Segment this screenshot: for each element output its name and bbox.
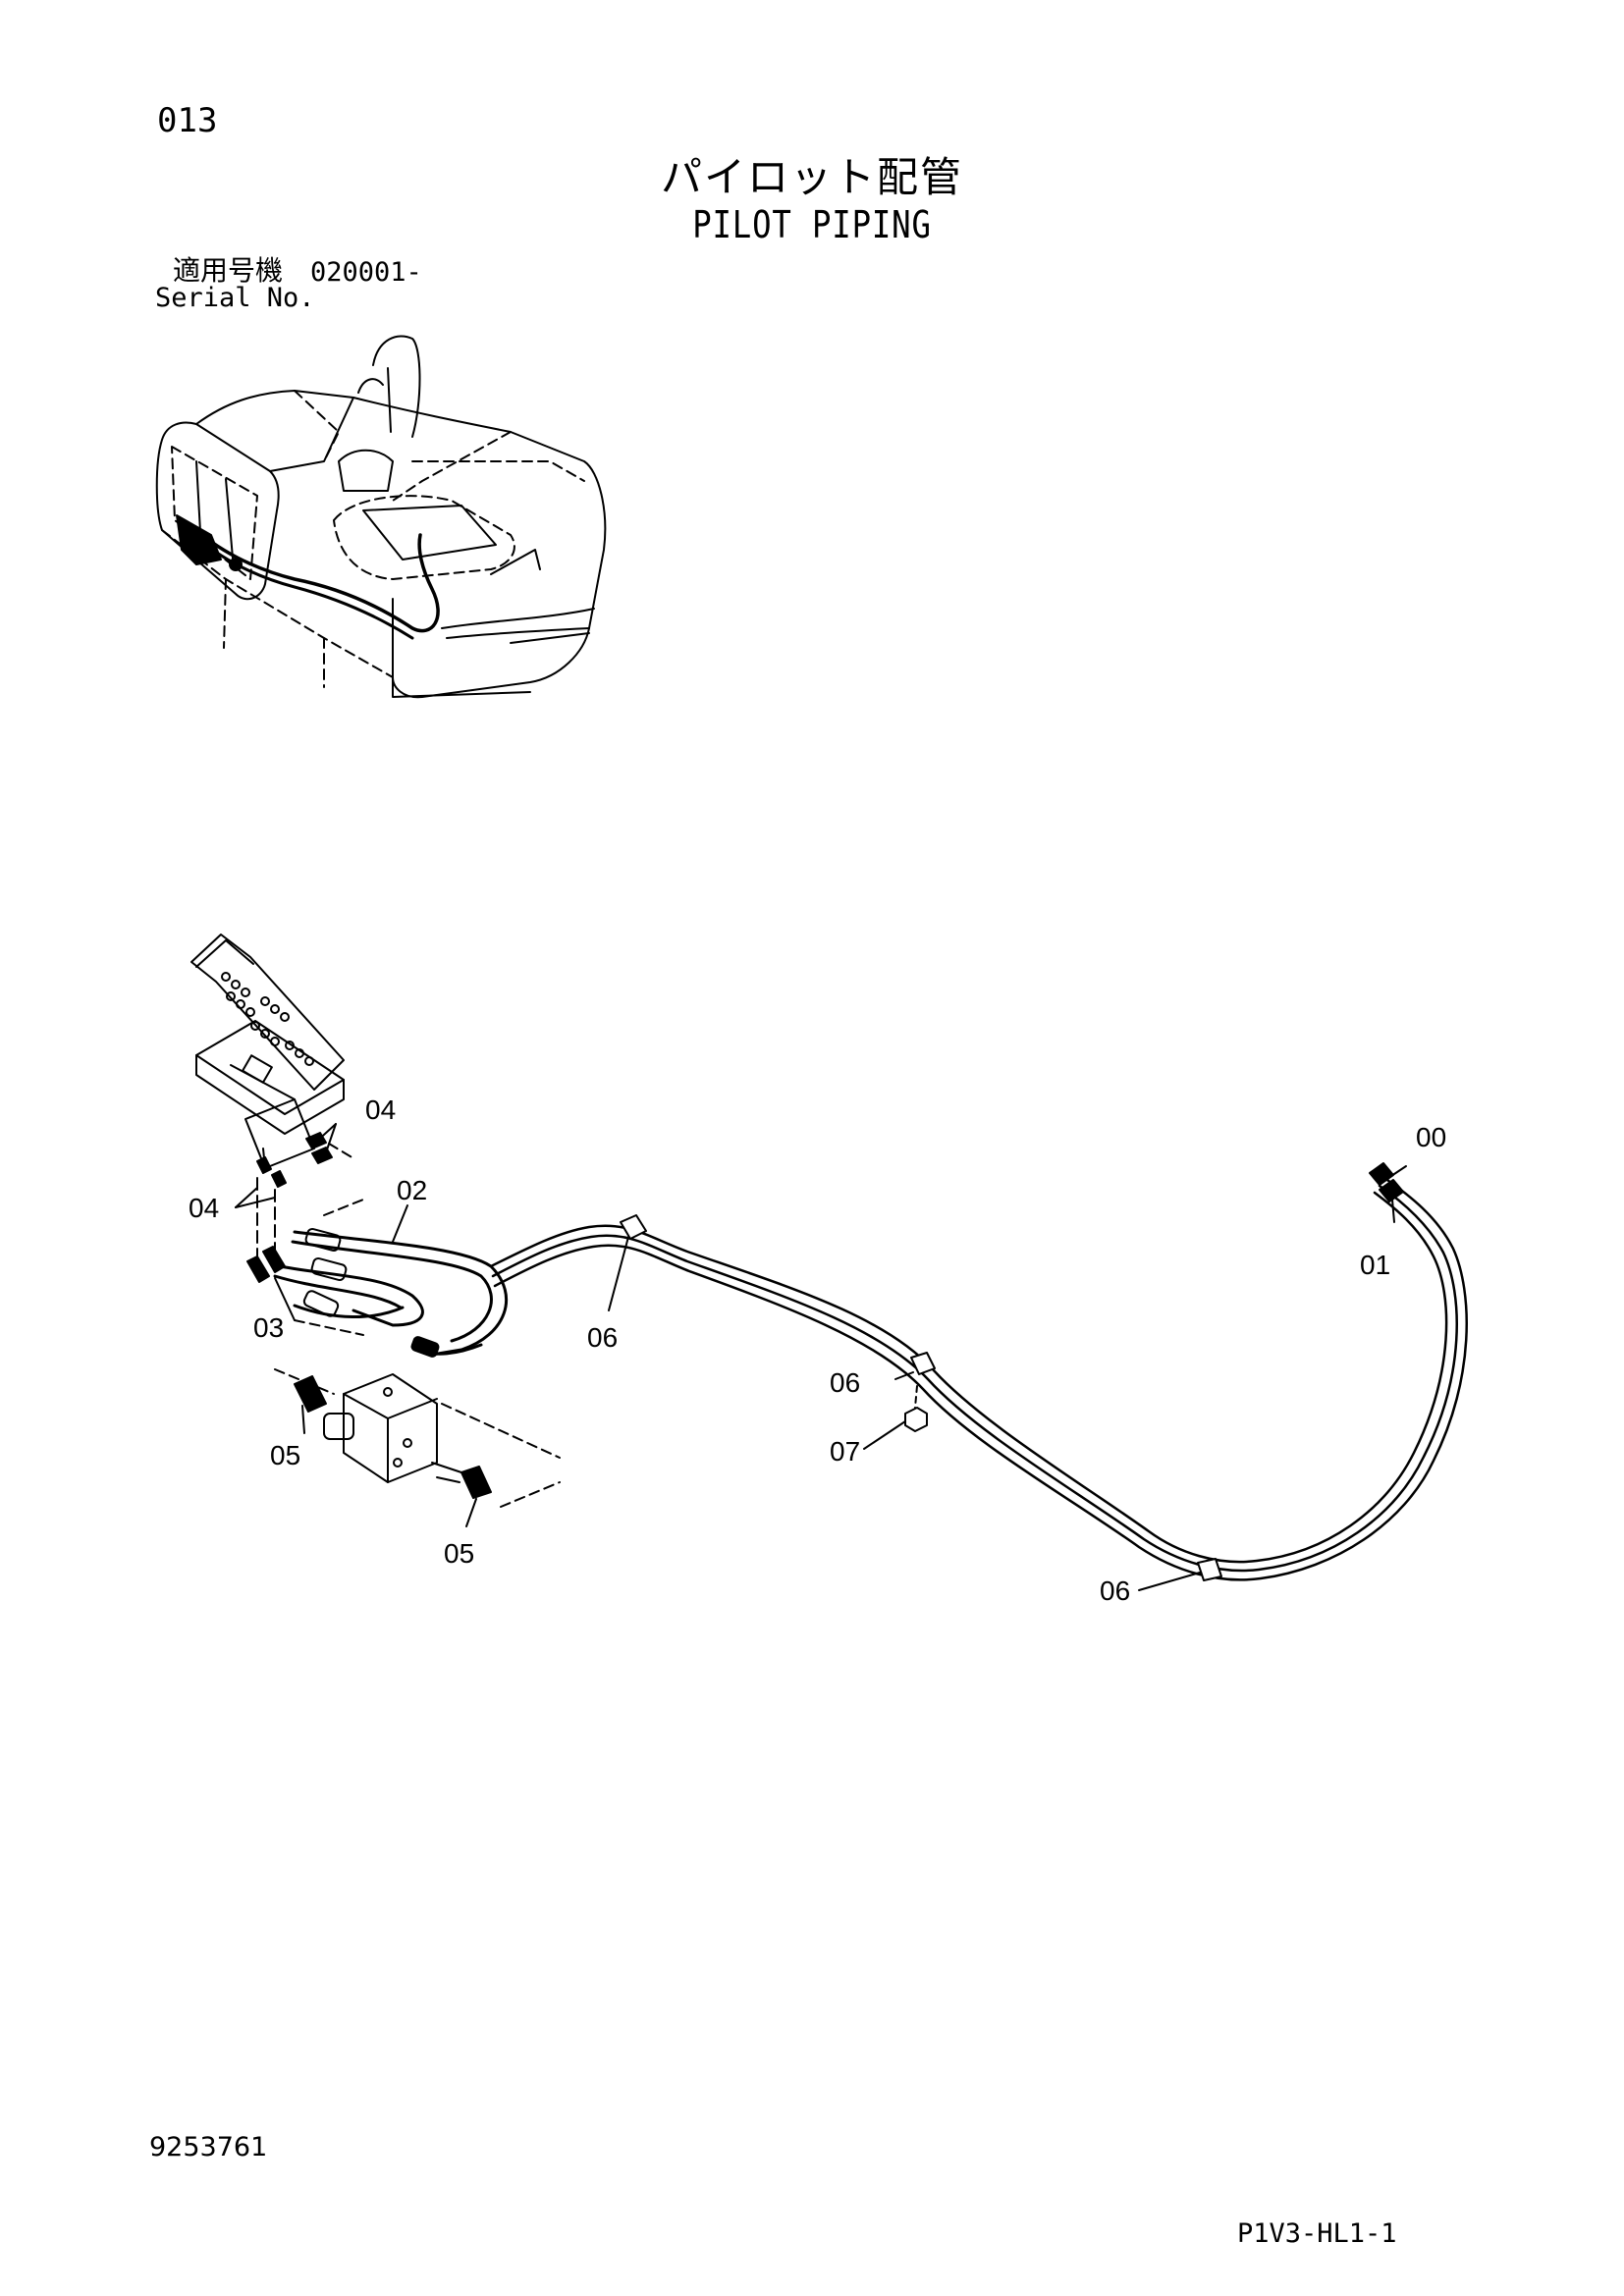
callout-03: 03 xyxy=(253,1312,284,1343)
callout-04-upper: 04 xyxy=(365,1095,396,1125)
serial-number-range: 020001- xyxy=(310,257,422,288)
serial-label-japanese: 適用号機 xyxy=(173,254,284,287)
page-title-english: PILOT PIPING xyxy=(692,203,932,246)
sheet-code: P1V3-HL1-1 xyxy=(1237,2218,1397,2249)
machine-overview-illustration xyxy=(155,335,607,699)
pedal-valve-assembly xyxy=(190,934,1468,1591)
callout-02: 02 xyxy=(397,1175,427,1205)
callout-05-right: 05 xyxy=(444,1538,474,1569)
document-number: 9253761 xyxy=(149,2132,268,2163)
callout-06-middle: 06 xyxy=(830,1367,860,1398)
callout-06-right: 06 xyxy=(1100,1575,1130,1606)
page-number: 013 xyxy=(157,101,218,140)
page-title-japanese: パイロット配管 xyxy=(660,153,963,201)
serial-label-english: Serial No. xyxy=(155,283,315,313)
callout-01: 01 xyxy=(1360,1250,1390,1280)
callout-05-left: 05 xyxy=(270,1440,300,1470)
callout-00: 00 xyxy=(1416,1122,1446,1152)
callout-06-left: 06 xyxy=(587,1322,618,1353)
callout-04-lower: 04 xyxy=(189,1193,219,1223)
callout-07: 07 xyxy=(830,1436,860,1467)
